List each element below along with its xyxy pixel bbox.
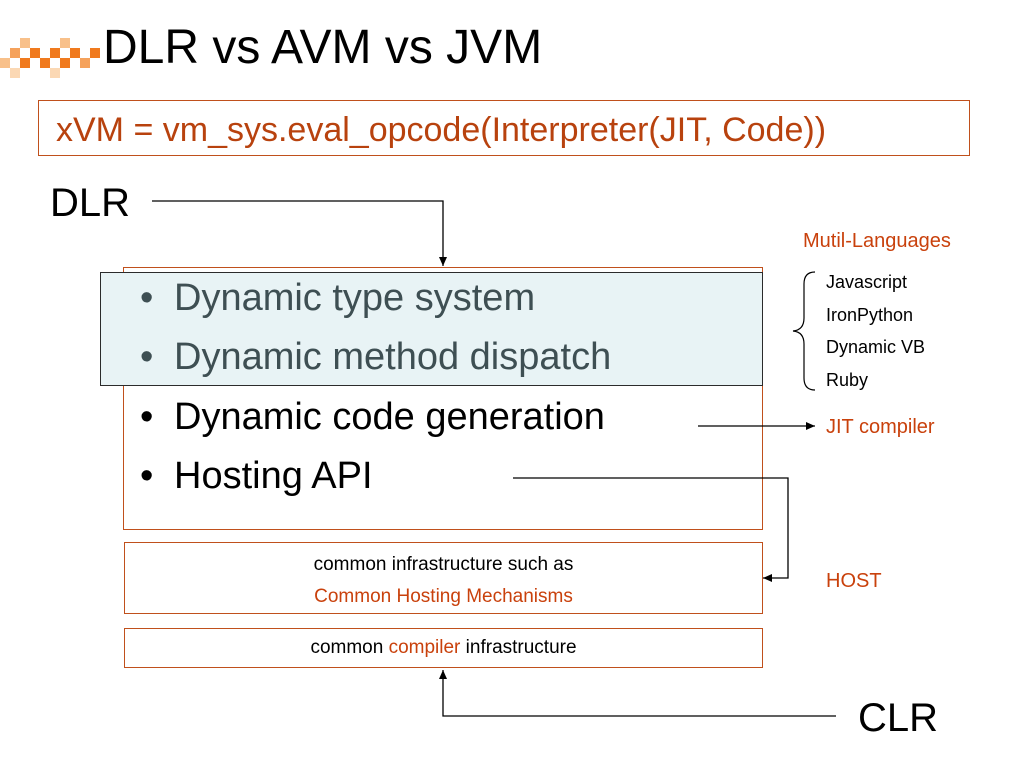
language-item: IronPython (826, 305, 914, 325)
language-item: Dynamic VB (826, 337, 926, 357)
bullet-dot: • (140, 336, 154, 378)
bullet-hosting-api: • Hosting API (140, 452, 373, 500)
bullet-text: Dynamic method dispatch (174, 336, 612, 378)
slide-title: DLR vs AVM vs JVM (103, 21, 543, 74)
checker-decoration (0, 38, 100, 78)
multi-languages-title: Mutil-Languages (803, 230, 951, 252)
dlr-arrow (152, 200, 447, 266)
formula-box (38, 100, 970, 156)
language-item: Javascript (826, 272, 908, 292)
language-item: Ruby (826, 370, 869, 390)
dlr-label: DLR (50, 181, 131, 225)
highlight-region (100, 272, 763, 386)
host-arrow (513, 477, 789, 582)
bullet-text: Hosting API (174, 455, 373, 497)
hosting-infrastructure-box: common infrastructure such as Common Hos… (124, 542, 763, 614)
bullet-text: Dynamic type system (174, 277, 536, 319)
compiler-infrastructure-box: common compiler infrastructure (124, 628, 763, 668)
languages-brace (792, 271, 816, 391)
bullet-text: Dynamic code generation (174, 396, 605, 438)
compiler-box-suffix: infrastructure (460, 637, 577, 658)
bullet-dynamic-code-generation: • Dynamic code generation (140, 393, 605, 441)
bullet-dynamic-type-system: • Dynamic type system (140, 274, 535, 322)
bullet-dot: • (140, 277, 154, 319)
compiler-box-highlight: compiler (388, 637, 461, 658)
jit-compiler-label: JIT compiler (826, 416, 935, 438)
bullet-dot: • (140, 455, 154, 497)
hosting-box-line2: Common Hosting Mechanisms (314, 586, 573, 607)
bullet-dynamic-method-dispatch: • Dynamic method dispatch (140, 333, 611, 381)
clr-label: CLR (858, 696, 939, 740)
formula-text: xVM = vm_sys.eval_opcode(Interpreter(JIT… (56, 111, 827, 149)
hosting-box-line1: common infrastructure such as (313, 554, 574, 575)
dlr-features-box (123, 267, 763, 530)
clr-arrow (439, 670, 836, 717)
host-label: HOST (826, 570, 882, 592)
compiler-box-prefix: common (310, 637, 389, 658)
bullet-dot: • (140, 396, 154, 438)
